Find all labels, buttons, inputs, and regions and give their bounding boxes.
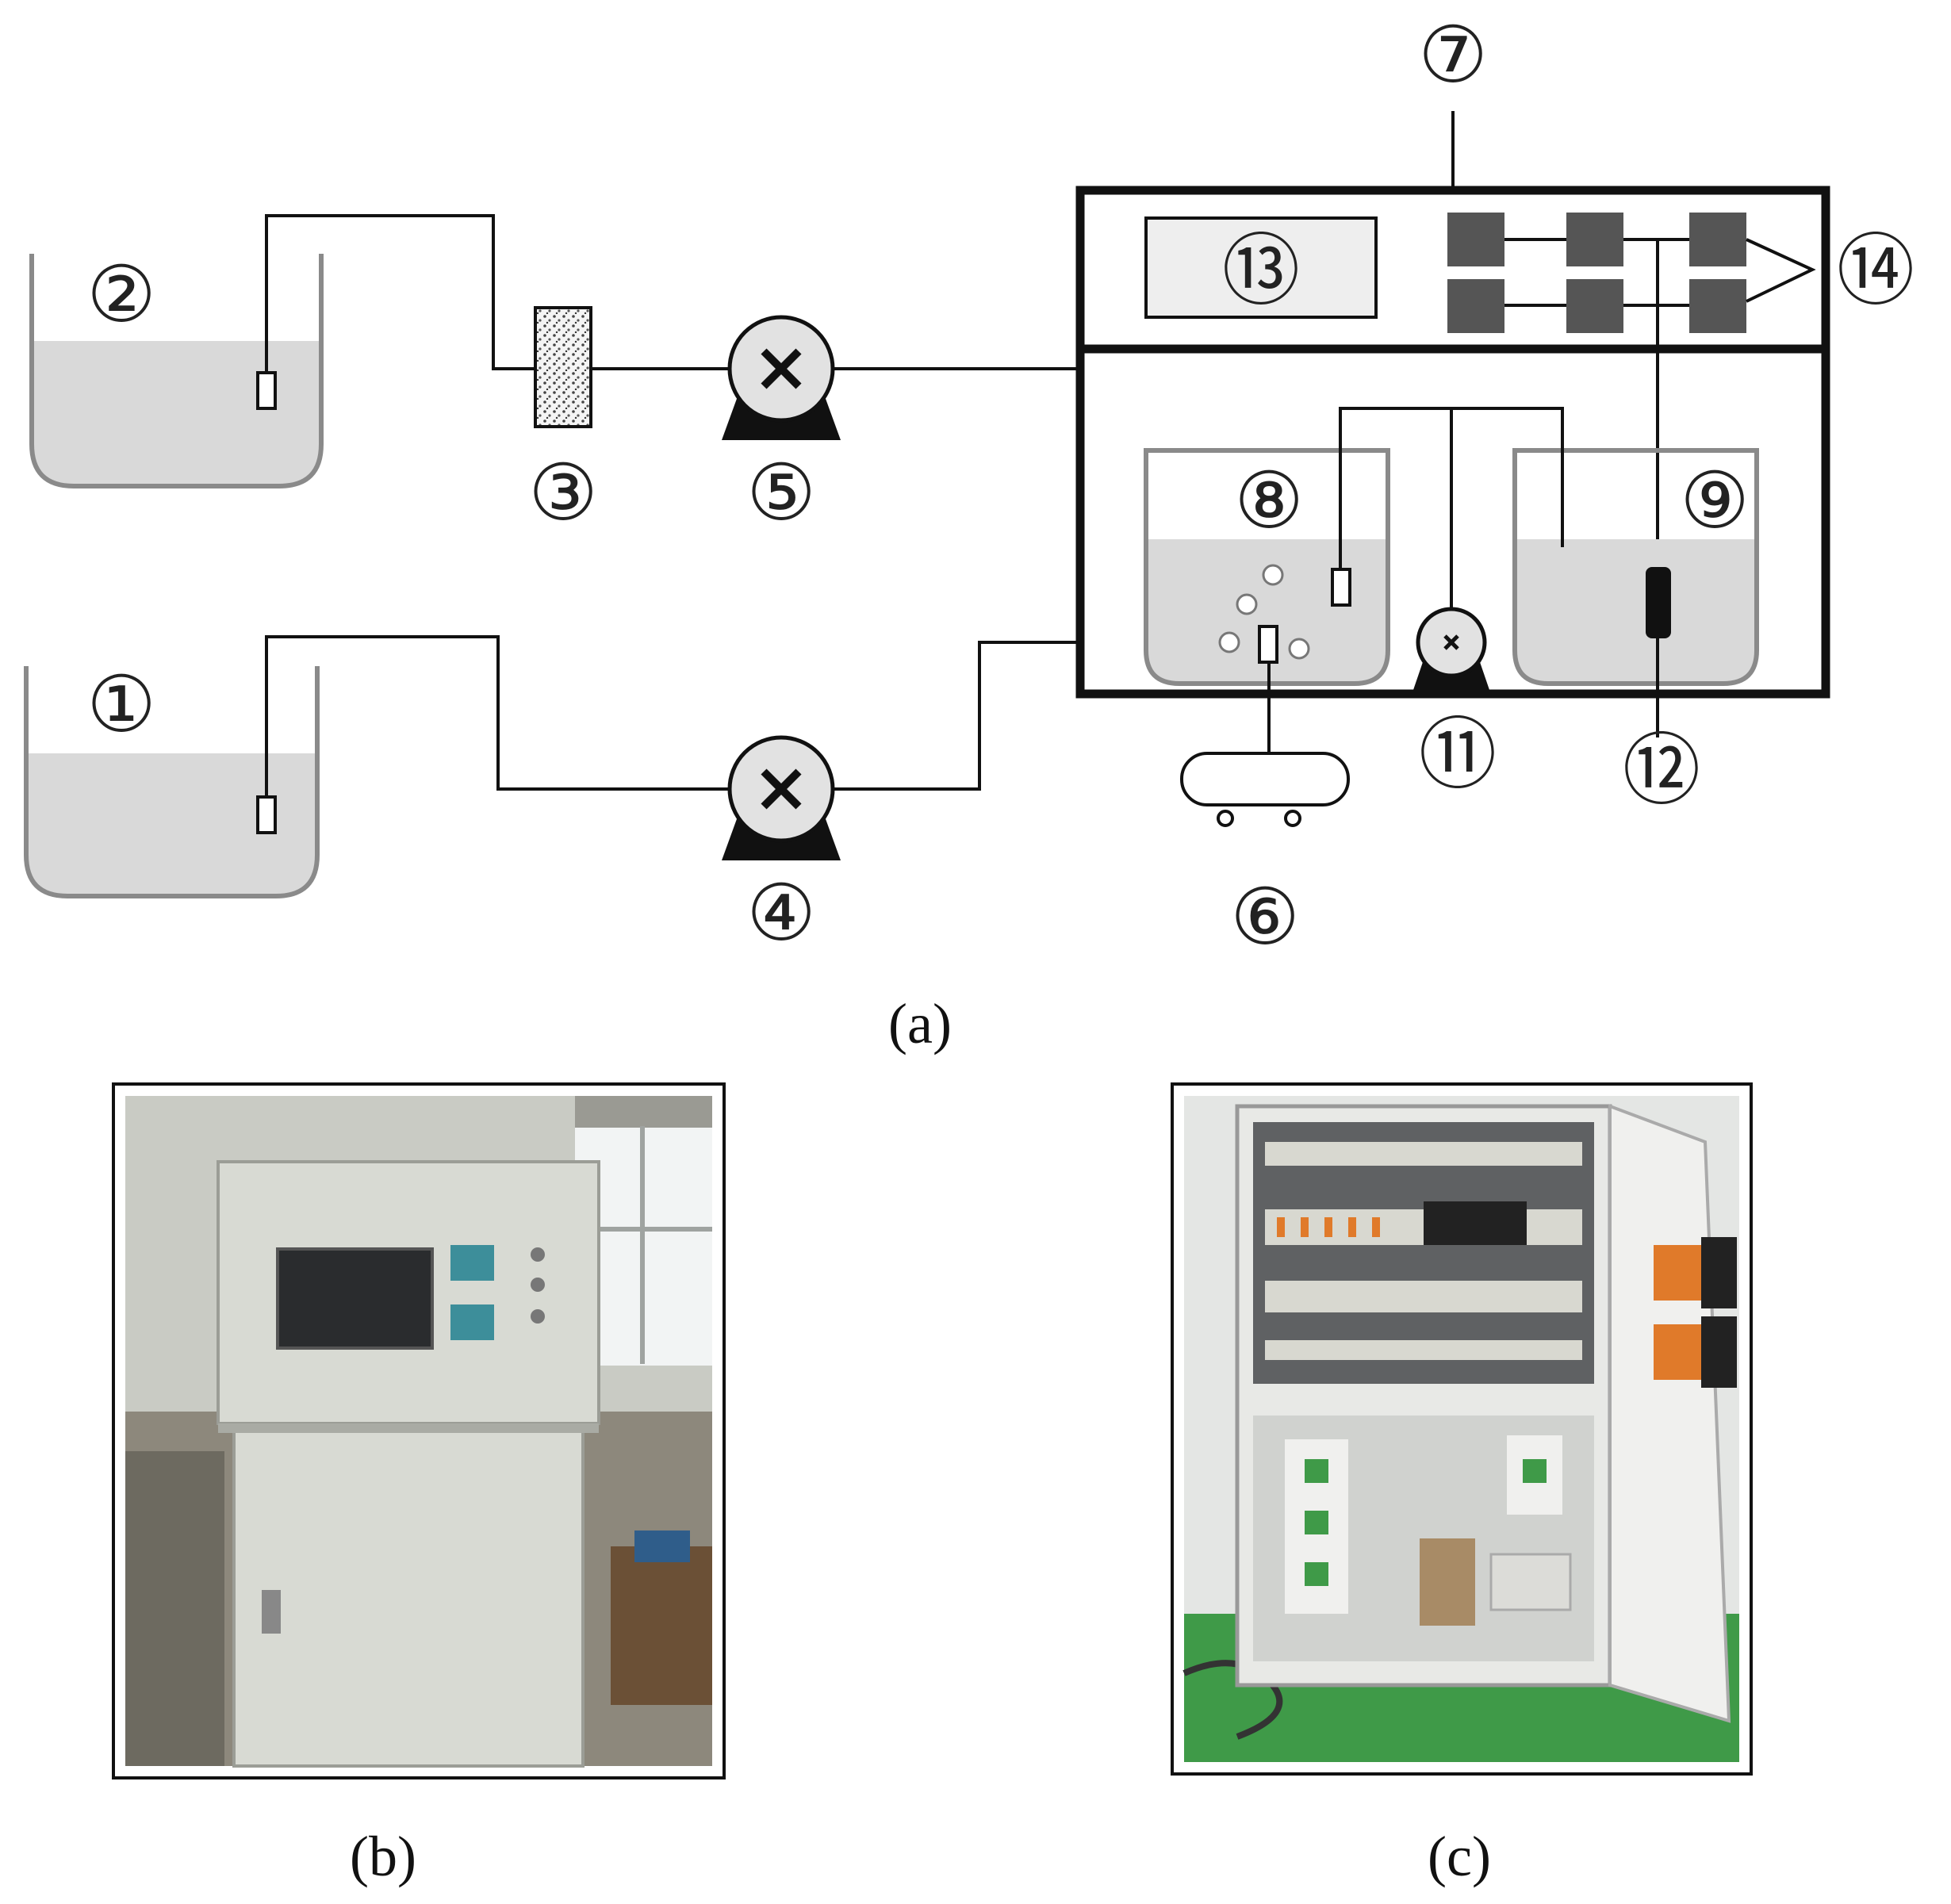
air-compressor (1180, 662, 1350, 827)
display-panel (1144, 216, 1378, 319)
transfer-pipeline (1339, 407, 1564, 611)
upper-pipeline (265, 214, 1195, 604)
component-markers: ② ① ③ ⑤ ④ ⑥ ⑦ ⑧ ⑨ ⑪ ⑫ ⑬ ⑭ (86, 10, 1915, 963)
caption-b: (b) (350, 1825, 416, 1888)
reactor-9 (1512, 448, 1759, 686)
photo-b: (b) (112, 1082, 726, 1888)
marker-9: ⑨ (1680, 456, 1750, 546)
marker-2: ② (86, 250, 156, 340)
marker-6: ⑥ (1230, 872, 1300, 963)
marker-14: ⑭ (1837, 226, 1915, 316)
sensor-12 (1646, 567, 1671, 638)
feed-tank-1 (24, 666, 320, 898)
marker-13: ⑬ (1222, 226, 1300, 316)
marker-8: ⑧ (1234, 456, 1304, 546)
marker-5: ⑤ (746, 448, 816, 538)
schematic-a: ② ① ③ ⑤ ④ ⑥ ⑦ ⑧ ⑨ ⑪ ⑫ ⑬ ⑭ (a) (24, 10, 1915, 1055)
filter (534, 306, 592, 428)
intake-probe-1 (256, 795, 277, 834)
marker-3: ③ (528, 448, 598, 538)
marker-4: ④ (746, 868, 816, 959)
caption-c: (c) (1428, 1825, 1491, 1888)
caption-a: (a) (888, 992, 952, 1055)
pump-4 (722, 735, 841, 860)
marker-1: ① (86, 660, 156, 750)
controller-modules (1447, 213, 1816, 638)
marker-12: ⑫ (1623, 726, 1700, 816)
reactor-8 (1144, 448, 1390, 686)
pump-5 (722, 315, 841, 440)
feed-tank-2 (29, 254, 324, 488)
pump-11 (1413, 607, 1489, 690)
marker-11: ⑪ (1419, 710, 1497, 800)
marker-7: ⑦ (1418, 10, 1488, 101)
photo-c: (c) (1171, 1082, 1753, 1888)
intake-probe-2 (256, 371, 277, 410)
